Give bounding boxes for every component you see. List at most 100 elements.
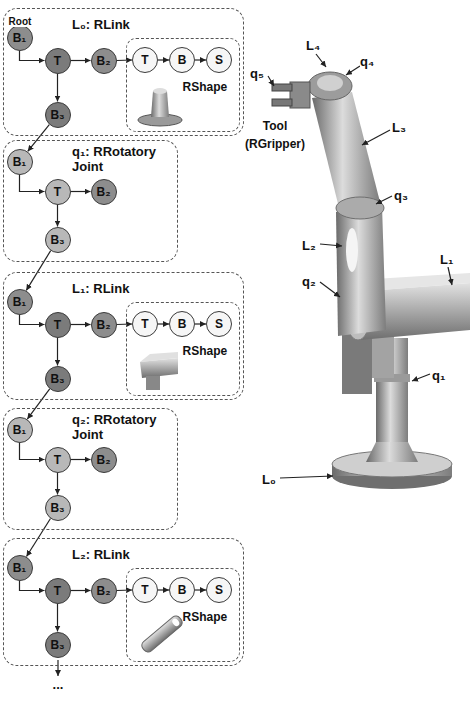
node-label: B₂ bbox=[97, 453, 111, 467]
link-group: L₁: RLinkB₁TB₂B₃RShapeTBS bbox=[3, 272, 244, 400]
callout-label: q₂ bbox=[302, 274, 316, 289]
scene-arrow bbox=[195, 323, 206, 324]
node-label: B₁ bbox=[13, 295, 27, 309]
callout-label: Root bbox=[9, 16, 32, 27]
link-group: L₂: RLinkB₁TB₂B₃RShapeTBS bbox=[3, 538, 244, 666]
scene-arrow bbox=[57, 604, 58, 632]
callout-label: Tool (RGripper) bbox=[245, 119, 305, 151]
scene-arrow bbox=[158, 589, 169, 590]
node-label: B₃ bbox=[50, 233, 64, 247]
scene-node: T bbox=[132, 577, 158, 603]
scene-node: B₃ bbox=[45, 227, 71, 253]
scene-node: B₁ bbox=[7, 149, 33, 175]
scene-node: T bbox=[45, 312, 71, 338]
node-label: B₁ bbox=[13, 561, 27, 575]
group-title: RShape bbox=[183, 610, 237, 625]
callout-holder: L₃ bbox=[392, 118, 406, 136]
upper-arm bbox=[312, 92, 380, 212]
scene-node: T bbox=[45, 447, 71, 473]
scene-node: S bbox=[206, 311, 232, 337]
scene-arrow bbox=[158, 59, 169, 60]
callout-label: q₃ bbox=[394, 188, 408, 203]
node-label: B₁ bbox=[13, 31, 27, 45]
scene-node: B₁ bbox=[7, 289, 33, 315]
node-label: B₂ bbox=[97, 185, 111, 199]
scene-arrow bbox=[71, 324, 91, 325]
scene-arrow bbox=[195, 59, 206, 60]
scene-node: T bbox=[132, 47, 158, 73]
leader-line bbox=[268, 76, 274, 86]
scene-arrow bbox=[28, 125, 50, 152]
scene-arrow bbox=[71, 60, 91, 61]
callout-holder: Tool (RGripper) bbox=[234, 116, 316, 152]
callout-label: L₁ bbox=[440, 252, 453, 267]
continuation-arrow bbox=[57, 660, 58, 676]
gripper-finger bbox=[272, 84, 292, 91]
scene-arrow bbox=[57, 473, 58, 495]
scene-node: T bbox=[45, 179, 71, 205]
scene-arrow bbox=[71, 191, 91, 192]
scene-arrow bbox=[71, 459, 91, 460]
rshape-pic bbox=[151, 91, 169, 117]
joint-group: q₂: RRotatory JointB₁TB₂B₃ bbox=[3, 408, 178, 530]
joint-group: q₁: RRotatory Joint B₁ T B₂ B₃ bbox=[3, 140, 178, 262]
scene-arrow bbox=[20, 175, 45, 192]
node-label: T bbox=[141, 317, 148, 331]
callout-label: ... bbox=[53, 677, 64, 692]
scene-arrow bbox=[195, 589, 206, 590]
callout-holder: q₁ bbox=[432, 366, 445, 384]
group-title: L₁: RLink bbox=[72, 281, 192, 296]
rshape-pic bbox=[140, 614, 184, 654]
scene-arrow bbox=[20, 581, 45, 591]
rshape-pic bbox=[140, 358, 178, 378]
callout-holder: L₄ bbox=[306, 36, 320, 54]
gripper-finger bbox=[272, 99, 292, 106]
callout-holder: L₀ bbox=[262, 470, 276, 488]
scene-node: B₁ bbox=[7, 555, 33, 581]
scene-arrow bbox=[57, 338, 58, 366]
wrist-face bbox=[317, 75, 343, 91]
scene-node: B₂ bbox=[91, 179, 117, 205]
scene-node: S bbox=[206, 47, 232, 73]
rshape-bar bbox=[140, 614, 184, 654]
rshape-pic bbox=[153, 88, 167, 94]
node-label: T bbox=[141, 583, 148, 597]
leader-line bbox=[346, 66, 360, 75]
callout-label: L₃ bbox=[392, 120, 406, 135]
callout-label: q₄ bbox=[360, 54, 374, 69]
callout-label: L₀ bbox=[262, 472, 276, 487]
node-label: B bbox=[178, 317, 187, 331]
scene-node: B₃ bbox=[45, 632, 71, 658]
leader-line bbox=[448, 267, 452, 285]
callout-label: L₂ bbox=[302, 238, 316, 253]
node-label: B bbox=[178, 583, 187, 597]
scene-node: T bbox=[132, 311, 158, 337]
group-title: L₂: RLink bbox=[72, 547, 192, 562]
scene-node: T bbox=[45, 48, 71, 74]
node-label: B₁ bbox=[13, 155, 27, 169]
group-title: L₀: RLink bbox=[72, 17, 192, 32]
scene-arrow bbox=[20, 51, 45, 61]
elbow-joint bbox=[336, 197, 384, 219]
scene-arrow bbox=[27, 389, 49, 419]
scene-node: T bbox=[45, 578, 71, 604]
leader-line bbox=[376, 196, 392, 204]
scene-arrow bbox=[117, 59, 133, 61]
scene-node: B₂ bbox=[91, 48, 117, 74]
callout-holder: q₅ bbox=[250, 64, 264, 82]
callout-holder: L₂ bbox=[302, 236, 316, 254]
scene-node: B₁ bbox=[7, 417, 33, 443]
rshape-hole bbox=[171, 617, 181, 627]
group-title: q₁: RRotatory Joint bbox=[72, 144, 176, 174]
node-label: T bbox=[54, 318, 61, 332]
node-label: B₃ bbox=[50, 638, 64, 652]
shape-group: RShapeTBS bbox=[126, 38, 240, 132]
group-title: RShape bbox=[183, 344, 237, 359]
node-label: B₃ bbox=[50, 501, 64, 515]
shape-group: RShapeTBS bbox=[126, 568, 240, 662]
leader-line bbox=[320, 282, 340, 297]
lower-arm bbox=[336, 206, 386, 336]
